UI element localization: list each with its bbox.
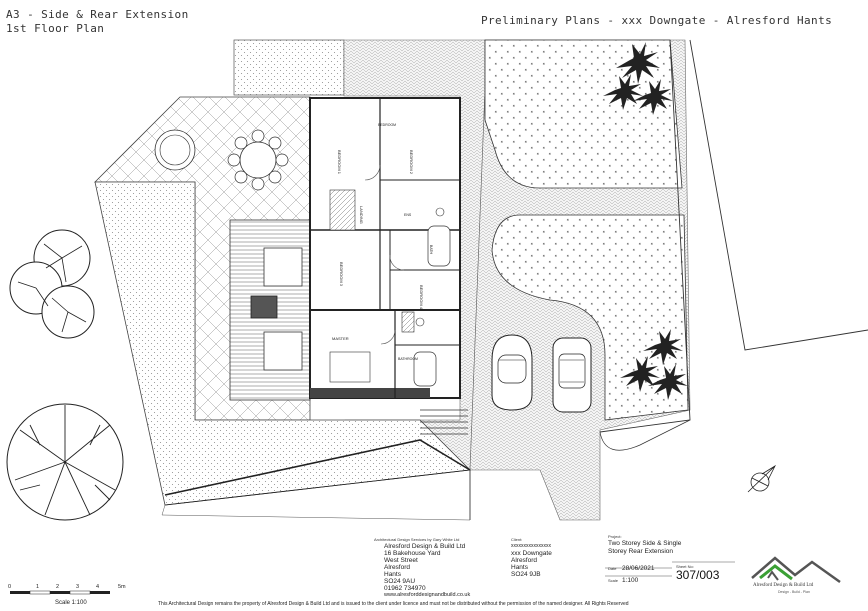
drawing-subtitle: 1st Floor Plan <box>6 22 105 35</box>
logo-tagline: Design - Build - Plan <box>778 590 810 594</box>
house-floor-plan <box>309 97 461 399</box>
palm-trees-north <box>603 42 673 115</box>
title-block-frame <box>605 561 735 577</box>
room-label: BATH <box>429 245 433 255</box>
north-arrow-icon <box>747 464 776 493</box>
company-logo <box>751 556 841 584</box>
scale-label: Scale 1:100 <box>55 600 87 606</box>
scale-bar: 0 1 2 3 4 5m Scale 1:100 <box>8 584 126 606</box>
client-label: Client: <box>511 537 523 542</box>
scale-tick: 3 <box>76 584 79 590</box>
designer-address-1: 16 Bakehouse Yard <box>384 550 441 557</box>
room-label: LANDING <box>359 206 364 224</box>
client-address-1: xxx Downgate <box>511 550 552 557</box>
logo-name: Alresford Design & Build Ltd <box>753 583 814 588</box>
entrance-steps <box>420 409 468 435</box>
scale-tick: 5m <box>118 584 126 590</box>
client-name: xxxxxxxxxxxxxxxx <box>511 543 551 549</box>
designer-company: Alresford Design & Build Ltd <box>384 543 466 550</box>
designer-website[interactable]: www.alresforddesignandbuild.co.uk <box>384 592 471 598</box>
scale-tick: 0 <box>8 584 11 590</box>
room-label: BEDROOM <box>378 123 396 127</box>
car-2 <box>552 337 592 413</box>
client-address-3: Hants <box>511 564 528 571</box>
room-label: BATHROOM <box>398 357 418 361</box>
dining-table <box>227 129 289 191</box>
scale-value: 1:100 <box>622 577 639 584</box>
services-credit: Architectural Design Services by Gary Wh… <box>374 537 460 542</box>
project-label: Project: <box>608 534 622 539</box>
designer-address-3: Alresford <box>384 564 411 571</box>
gravel-strip <box>233 39 345 96</box>
lawn-north <box>484 39 683 189</box>
rooflight-1 <box>263 247 303 287</box>
designer-address-2: West Street <box>384 557 418 564</box>
room-labels: BEDROOM 1 BEDROOM 2 BEDROOM 3 BEDROOM 4 … <box>332 123 433 361</box>
scale-tick: 1 <box>36 584 39 590</box>
room-label: ENS <box>404 213 412 217</box>
sheet-number: 307/003 <box>676 568 720 582</box>
designer-postcode: SO24 9AU <box>384 578 416 585</box>
footer-disclaimer: This Architectural Design remains the pr… <box>158 601 629 607</box>
rooflight-2 <box>263 331 303 371</box>
large-tree-south <box>6 403 124 521</box>
room-label: BEDROOM 4 <box>419 285 424 310</box>
drawing-title: A3 - Side & Rear Extension <box>6 8 189 21</box>
rooflight-dark <box>250 295 278 319</box>
designer-phone: 01962 734970 <box>384 585 426 592</box>
project-line-2: Storey Rear Extension <box>608 548 674 555</box>
date-label: Date <box>608 566 617 571</box>
date-value: 28/06/2021 <box>622 565 655 572</box>
room-label: BEDROOM 3 <box>339 262 344 287</box>
client-postcode: SO24 9JB <box>511 571 541 578</box>
designer-address-4: Hants <box>384 571 401 578</box>
room-label: MASTER <box>332 336 349 341</box>
car-1 <box>491 334 533 411</box>
project-heading: Preliminary Plans - xxx Downgate - Alres… <box>481 14 833 27</box>
palm-trees-south <box>620 329 688 400</box>
client-address-2: Alresford <box>511 557 538 564</box>
sheet-label: Sheet No: <box>676 564 694 569</box>
room-label: BEDROOM 2 <box>409 150 414 175</box>
scale-field-label: Scale <box>608 578 619 583</box>
tree-cluster-west <box>9 229 95 339</box>
scale-tick: 4 <box>96 584 99 590</box>
scale-tick: 2 <box>56 584 59 590</box>
project-line-1: Two Storey Side & Single <box>608 540 682 547</box>
room-label: BEDROOM 1 <box>337 150 342 175</box>
